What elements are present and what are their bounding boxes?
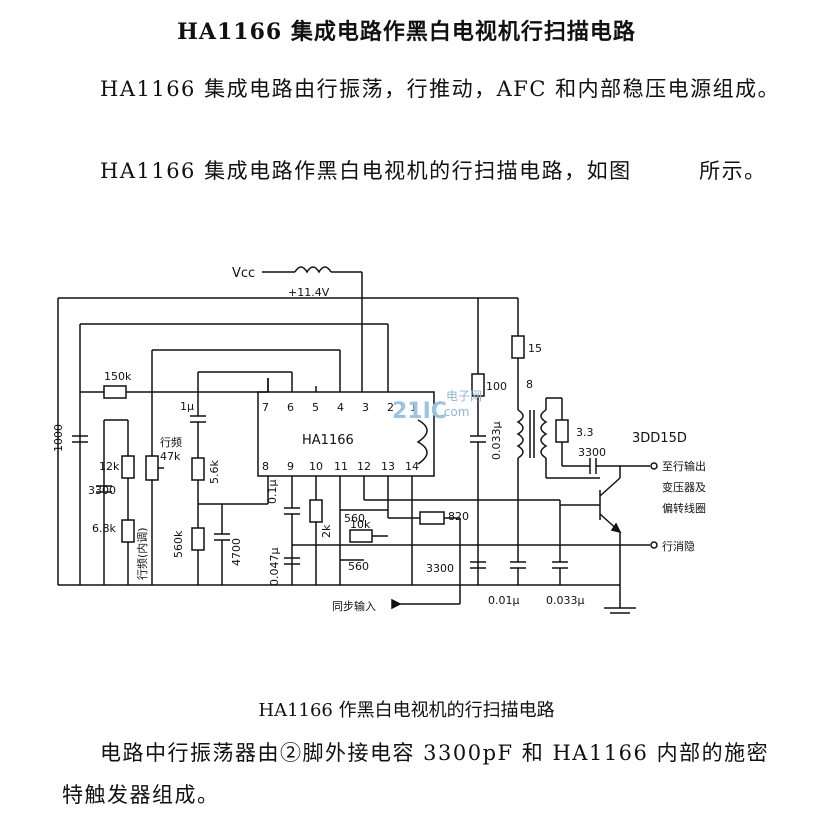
- pin-12: 12: [357, 460, 371, 473]
- c-1u-label: 1μ: [180, 400, 194, 413]
- pin-3: 3: [362, 401, 369, 414]
- supply-voltage-label: +11.4V: [288, 286, 330, 299]
- pin-9: 9: [287, 460, 294, 473]
- watermark-url: .com: [440, 405, 469, 419]
- output-label-line1: 至行输出: [662, 459, 706, 473]
- figure-reference-paragraph: HA1166 集成电路作黑白电视机的行扫描电路，如图 所示。: [100, 159, 767, 183]
- c-0-01u-label: 0.01μ: [488, 594, 520, 607]
- ic-name-label: HA1166: [302, 433, 354, 448]
- r-560a-label: 560: [344, 512, 365, 525]
- c-3300b-label: 3300: [426, 562, 454, 575]
- c-3300c-label: 3300: [578, 446, 606, 459]
- c-4700-label: 4700: [230, 538, 243, 566]
- ic-top-pins: 7 6 5 4 3 2 1: [262, 401, 417, 414]
- page-title: HA1166 集成电路作黑白电视机行扫描电路: [177, 19, 636, 45]
- watermark-sub: 电子网: [446, 389, 482, 403]
- pin-14: 14: [405, 460, 419, 473]
- ic-bottom-pins: 8 9 10 11 12 13 14: [262, 460, 419, 473]
- left-network: 1000 150k 3300 12k 6.8k 行频(内调) 行频 47k 1μ: [52, 323, 388, 585]
- pin-6: 6: [287, 401, 294, 414]
- pin-10: 10: [309, 460, 323, 473]
- r-820-label: 820: [448, 510, 469, 523]
- c-0-047u-label: 0.047μ: [268, 548, 281, 587]
- r-15-label: 15: [528, 342, 542, 355]
- watermark-main: 21IC: [392, 399, 447, 424]
- blanking-output-label: 行消隐: [662, 539, 695, 553]
- r-12k-label: 12k: [99, 460, 120, 473]
- pin-1: 1: [410, 401, 417, 414]
- r-150k-label: 150k: [104, 370, 132, 383]
- r-2k-label: 2k: [320, 524, 333, 538]
- c-0-1u-label: 0.1μ: [266, 480, 279, 505]
- sync-input-label: 同步输入: [332, 599, 376, 613]
- c-1000-label: 1000: [52, 424, 65, 452]
- oscillator-paragraph: 电路中行振荡器由②脚外接电容 3300pF 和 HA1166 内部的施密特触发器…: [62, 741, 770, 807]
- r-3-3-label: 3.3: [576, 426, 594, 439]
- supply-bus: Vcc +11.4V: [58, 266, 519, 392]
- c-0-033u-a-label: 0.033μ: [490, 422, 503, 461]
- pin-11: 11: [334, 460, 348, 473]
- pot-47k-label: 47k: [160, 450, 181, 463]
- figure-caption: HA1166 作黑白电视机的行扫描电路: [258, 700, 555, 721]
- r-560b-label: 560: [348, 560, 369, 573]
- pot-freq-label: 行频: [160, 435, 182, 449]
- output-label-line2: 变压器及: [662, 480, 706, 494]
- bottom-network: 0.1μ 0.047μ 2k 560 10k 560 820 3300 同步输入: [266, 480, 650, 613]
- vcc-label: Vcc: [232, 266, 255, 281]
- pin-4: 4: [337, 401, 344, 414]
- pin-7: 7: [262, 401, 269, 414]
- pin-5: 5: [312, 401, 319, 414]
- r-10k-label: 10k: [350, 518, 371, 531]
- c-0-033u-b-label: 0.033μ: [546, 594, 585, 607]
- output-label-line3: 偏转线圈: [662, 501, 706, 515]
- ic-ha1166: HA1166 7 6 5 4 3 2 1 8 9 10 11 12 13 14: [257, 324, 435, 585]
- c-3300-label: 3300: [88, 484, 116, 497]
- r-5-6k-label: 5.6k: [208, 460, 221, 484]
- r-100-label: 100: [486, 380, 507, 393]
- intro-paragraph: HA1166 集成电路由行振荡，行推动，AFC 和内部稳压电源组成。: [100, 77, 781, 101]
- output-stage: 100 0.033μ 15 8 3.3 3300 3DD15D: [470, 298, 706, 607]
- r-560k-label: 560k: [172, 530, 185, 558]
- pin-13: 13: [381, 460, 395, 473]
- t-8-label: 8: [526, 378, 533, 391]
- transistor-label: 3DD15D: [632, 431, 687, 446]
- watermark-logo: 21IC 电子网 .com: [392, 389, 482, 424]
- pin-8: 8: [262, 460, 269, 473]
- r-6-8k-label: 6.8k: [92, 522, 116, 535]
- pin-2: 2: [387, 401, 394, 414]
- pot-phase-label: 行频(内调): [135, 527, 149, 580]
